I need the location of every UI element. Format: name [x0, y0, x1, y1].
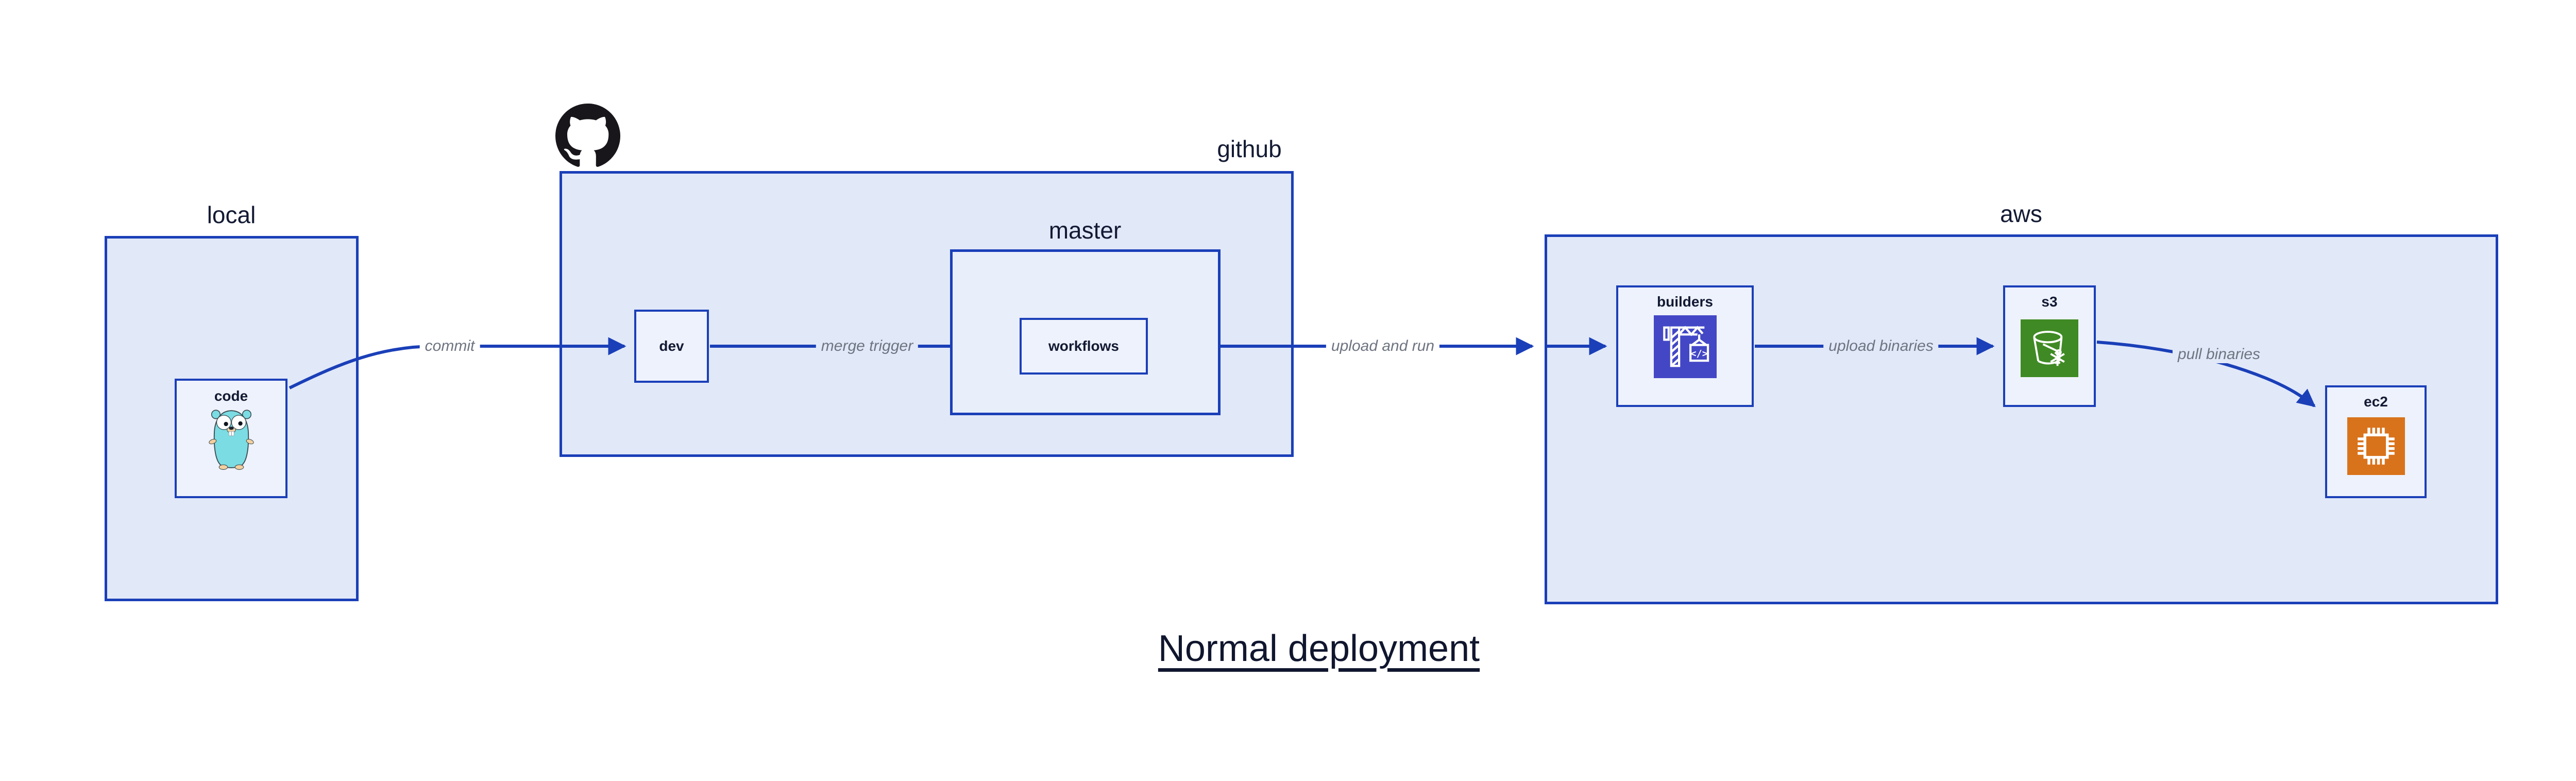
aws-group-label: aws	[2000, 200, 2042, 227]
codebuild-crane-icon: </>	[1653, 315, 1717, 378]
merge-trigger-edge-label: merge trigger	[816, 337, 919, 355]
node-workflows-label: workflows	[1048, 338, 1119, 354]
node-builders-label: builders	[1657, 294, 1713, 310]
diagram-title: Normal deployment	[1158, 628, 1480, 669]
node-s3-label: s3	[2041, 294, 2058, 310]
pull-binaries-edge-label: pull binaries	[2172, 346, 2266, 363]
github-octocat-logo-icon	[555, 104, 620, 167]
svg-text:</>: </>	[1690, 348, 1708, 359]
node-code-label: code	[214, 388, 248, 404]
node-dev-label: dev	[659, 338, 684, 354]
s3-glacier-bucket-icon	[2021, 319, 2078, 377]
node-ec2-label: ec2	[2364, 394, 2388, 410]
master-group-label: master	[1048, 217, 1122, 244]
node-dev: dev	[634, 310, 709, 383]
go-gopher-icon	[208, 410, 254, 470]
ec2-chip-icon	[2347, 417, 2405, 475]
upload-binaries-edge-label: upload binaries	[1823, 337, 1939, 355]
node-code: code	[175, 379, 287, 498]
commit-edge-label: commit	[419, 337, 480, 355]
node-ec2: ec2	[2325, 385, 2427, 498]
upload-and-run-edge-label: upload and run	[1326, 337, 1440, 355]
github-group-label: github	[1217, 135, 1282, 162]
node-builders: builders </>	[1616, 285, 1754, 407]
node-s3: s3	[2003, 285, 2096, 407]
local-group-label: local	[207, 201, 256, 228]
node-workflows: workflows	[1020, 318, 1148, 375]
